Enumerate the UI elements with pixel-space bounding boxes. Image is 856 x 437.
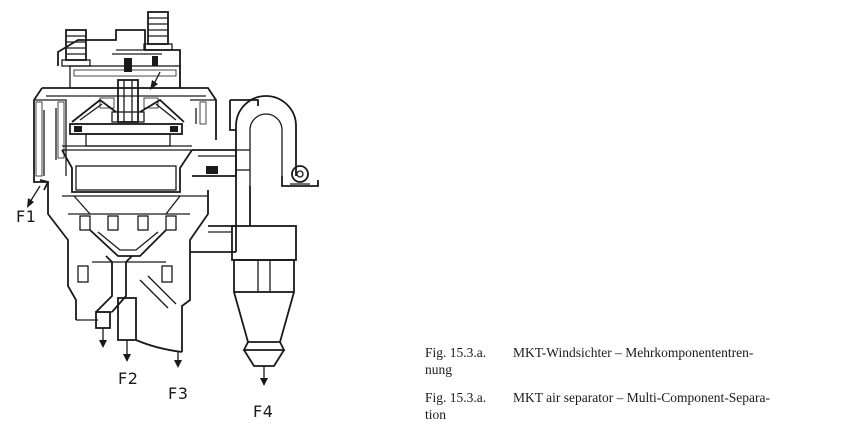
outlet-left (95, 311, 111, 348)
caption-english-continuation: tion (425, 407, 447, 422)
label-f1: F1 (16, 207, 37, 226)
cyclone (231, 186, 297, 386)
caption-english-number: Fig. 15.3.a. (425, 390, 487, 405)
outlet-f3 (135, 339, 183, 368)
cyclone-fan (281, 165, 319, 187)
right-drive-motor (143, 11, 173, 51)
lower-housing (67, 255, 191, 352)
rotor-shaft (111, 79, 145, 123)
classifier-wheel (61, 123, 193, 193)
label-f2: F2 (118, 369, 139, 388)
caption-german-number: Fig. 15.3.a. (425, 345, 487, 360)
middle-housing (47, 182, 209, 262)
caption-german-text: MKT-Windsichter – Mehrkomponententren- (513, 345, 754, 360)
outlet-f2 (117, 297, 137, 362)
caption-german-continuation: nung (425, 362, 452, 377)
label-f4: F4 (253, 402, 274, 421)
caption-german: Fig. 15.3.a. MKT-Windsichter – Mehrkompon… (425, 344, 835, 378)
left-drive-motor (61, 29, 91, 67)
label-f3: F3 (168, 384, 189, 403)
fines-outlet-duct (192, 149, 237, 177)
main-housing (33, 87, 217, 183)
outlet-f1 (27, 179, 50, 208)
caption-english-text: MKT air separator – Multi-Component-Sepa… (513, 390, 770, 405)
cyclone-inlet-elbow (229, 95, 297, 186)
caption-english: Fig. 15.3.a. MKT air separator – Multi-Co… (425, 389, 835, 423)
